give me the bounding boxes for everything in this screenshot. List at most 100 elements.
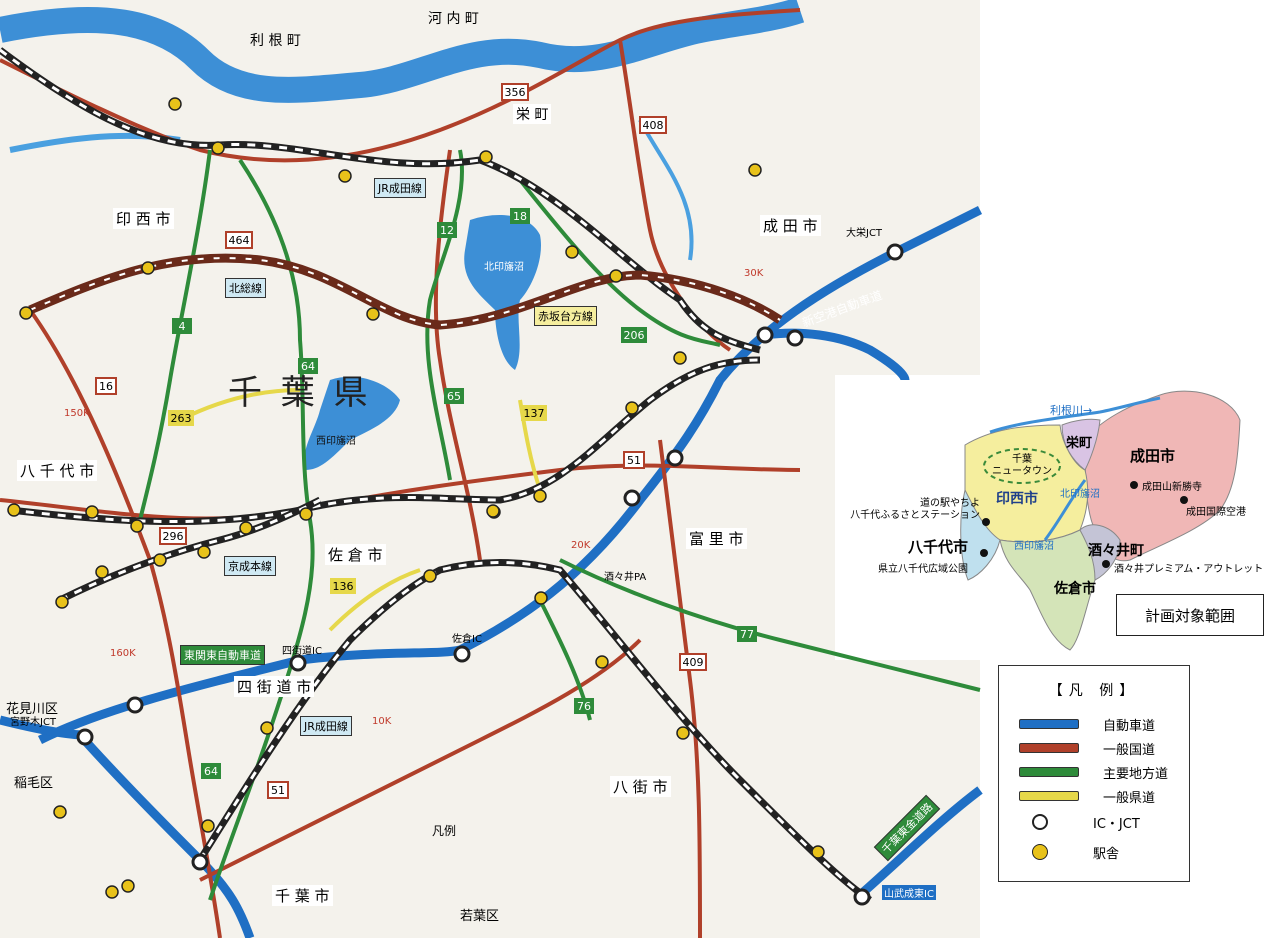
inset-area: 酒々井町 xyxy=(1088,543,1144,559)
inset-point: 成田山新勝寺 xyxy=(1142,482,1202,493)
svg-text:4: 4 xyxy=(179,320,186,333)
svg-text:263: 263 xyxy=(171,412,192,425)
inset-point: 酒々井プレミアム・アウトレット xyxy=(1114,564,1264,575)
city-label: 栄 町 xyxy=(513,104,552,124)
inset-map xyxy=(960,390,1241,651)
svg-text:409: 409 xyxy=(683,656,704,669)
svg-text:65: 65 xyxy=(447,390,461,403)
map-background xyxy=(0,0,980,938)
legend-label: IC・JCT xyxy=(1093,816,1140,832)
rail-label: 京成本線 xyxy=(224,556,276,576)
legend-label: 一般国道 xyxy=(1103,742,1156,758)
ic-label: 宮野木JCT xyxy=(10,717,57,728)
svg-text:18: 18 xyxy=(513,210,527,223)
city-label: 千 葉 市 xyxy=(272,885,333,906)
legend-label: 駅舎 xyxy=(1093,846,1120,862)
svg-text:206: 206 xyxy=(624,329,645,342)
city-label: 佐 倉 市 xyxy=(325,544,386,565)
ic-label: 大栄JCT xyxy=(846,228,883,239)
svg-text:51: 51 xyxy=(627,454,641,467)
inset-lake: 西印旛沼 xyxy=(1014,541,1054,552)
svg-text:137: 137 xyxy=(524,407,545,420)
svg-text:356: 356 xyxy=(505,86,526,99)
rail-label: JR成田線 xyxy=(374,178,426,198)
ic-jct-markers xyxy=(76,243,904,906)
legend-swatch xyxy=(1019,767,1079,777)
town-label: 利 根 町 xyxy=(250,33,301,49)
legend: 【凡 例】 自動車道 一般国道 主要地方道 一般県道 IC・JCT 駅舎 xyxy=(998,665,1190,882)
lake-label: 北印旛沼 xyxy=(484,262,524,273)
higashi-kanto-expressway xyxy=(37,205,983,745)
km-marker: 20K xyxy=(571,540,591,551)
svg-text:76: 76 xyxy=(577,700,591,713)
svg-text:64: 64 xyxy=(204,765,218,778)
ic-label: 佐倉IC xyxy=(452,634,482,645)
ward-label: 花見川区 xyxy=(6,702,59,717)
city-label: 成 田 市 xyxy=(760,215,821,236)
rail-label: 北総線 xyxy=(225,278,266,298)
inset-point: 道の駅やちよ 八千代ふるさとステーション xyxy=(850,498,980,521)
inset-area: 八千代市 xyxy=(908,538,969,556)
inset-area: 成田市 xyxy=(1130,447,1176,465)
keiyo-route xyxy=(76,732,255,940)
inset-newtown: 千葉 ニュータウン xyxy=(992,454,1052,477)
nishi-inba-lake xyxy=(303,376,400,470)
legend-label: 主要地方道 xyxy=(1103,766,1169,782)
km-marker: 150K xyxy=(64,408,90,419)
legend-item: 駅舎 xyxy=(1019,842,1119,862)
inset-point: 県立八千代広域公園 xyxy=(878,564,968,575)
lake-label: 西印旛沼 xyxy=(316,436,356,447)
legend-title: 【凡 例】 xyxy=(1048,683,1140,699)
station-markers xyxy=(7,97,825,899)
svg-text:408: 408 xyxy=(643,119,664,132)
legend-item: 一般国道 xyxy=(1019,738,1155,758)
svg-text:464: 464 xyxy=(229,234,250,247)
line-label: 赤坂台方線 xyxy=(534,306,597,326)
km-marker: 30K xyxy=(744,268,764,279)
town-label: 河 内 町 xyxy=(428,11,479,27)
city-label: 印 西 市 xyxy=(113,208,174,229)
svg-text:136: 136 xyxy=(333,580,354,593)
inset-point: 成田国際空港 xyxy=(1186,507,1246,518)
km-marker: 10K xyxy=(372,716,392,727)
line-label: 東関東自動車道 xyxy=(180,645,265,665)
legend-item: IC・JCT xyxy=(1019,812,1140,832)
city-label: 富 里 市 xyxy=(686,528,747,549)
legend-label: 一般県道 xyxy=(1103,790,1156,806)
ic-label: 四街道IC xyxy=(282,646,322,657)
inset-area: 印西市 xyxy=(996,491,1038,507)
route-shields: 356 408 464 16 296 51 409 51 12 18 4 64 … xyxy=(95,83,757,799)
map-note: 凡例 xyxy=(432,824,457,838)
legend-item: 主要地方道 xyxy=(1019,762,1168,782)
svg-text:64: 64 xyxy=(301,360,315,373)
svg-text:12: 12 xyxy=(440,224,454,237)
legend-swatch xyxy=(1019,743,1079,753)
ward-label: 若葉区 xyxy=(460,909,500,924)
svg-text:296: 296 xyxy=(163,530,184,543)
city-label: 八 街 市 xyxy=(610,776,671,797)
inset-area: 佐倉市 xyxy=(1054,581,1096,597)
rail-label: JR成田線 xyxy=(300,716,352,736)
inset-area: 栄町 xyxy=(1066,436,1093,451)
kita-inba-lake xyxy=(464,215,541,370)
svg-text:51: 51 xyxy=(271,784,285,797)
legend-swatch xyxy=(1019,719,1079,729)
km-marker: 160K xyxy=(110,648,136,659)
prefecture-label: 千 葉 県 xyxy=(228,373,372,413)
legend-label: 自動車道 xyxy=(1103,718,1156,734)
svg-text:16: 16 xyxy=(99,380,113,393)
railways xyxy=(0,47,872,903)
city-label: 八 千 代 市 xyxy=(17,460,98,481)
inset-river: 利根川→ xyxy=(1050,404,1093,417)
tone-river xyxy=(0,0,805,103)
svg-text:77: 77 xyxy=(740,628,754,641)
ic-label: 酒々井PA xyxy=(604,572,647,583)
city-label: 四 街 道 市 xyxy=(234,676,315,697)
inset-lake: 北印旛沼 xyxy=(1060,489,1100,500)
station-icon xyxy=(1032,844,1048,860)
ic-label: 山武成東IC xyxy=(882,885,936,900)
chiba-togane-road xyxy=(857,786,983,899)
ic-jct-icon xyxy=(1032,814,1048,830)
